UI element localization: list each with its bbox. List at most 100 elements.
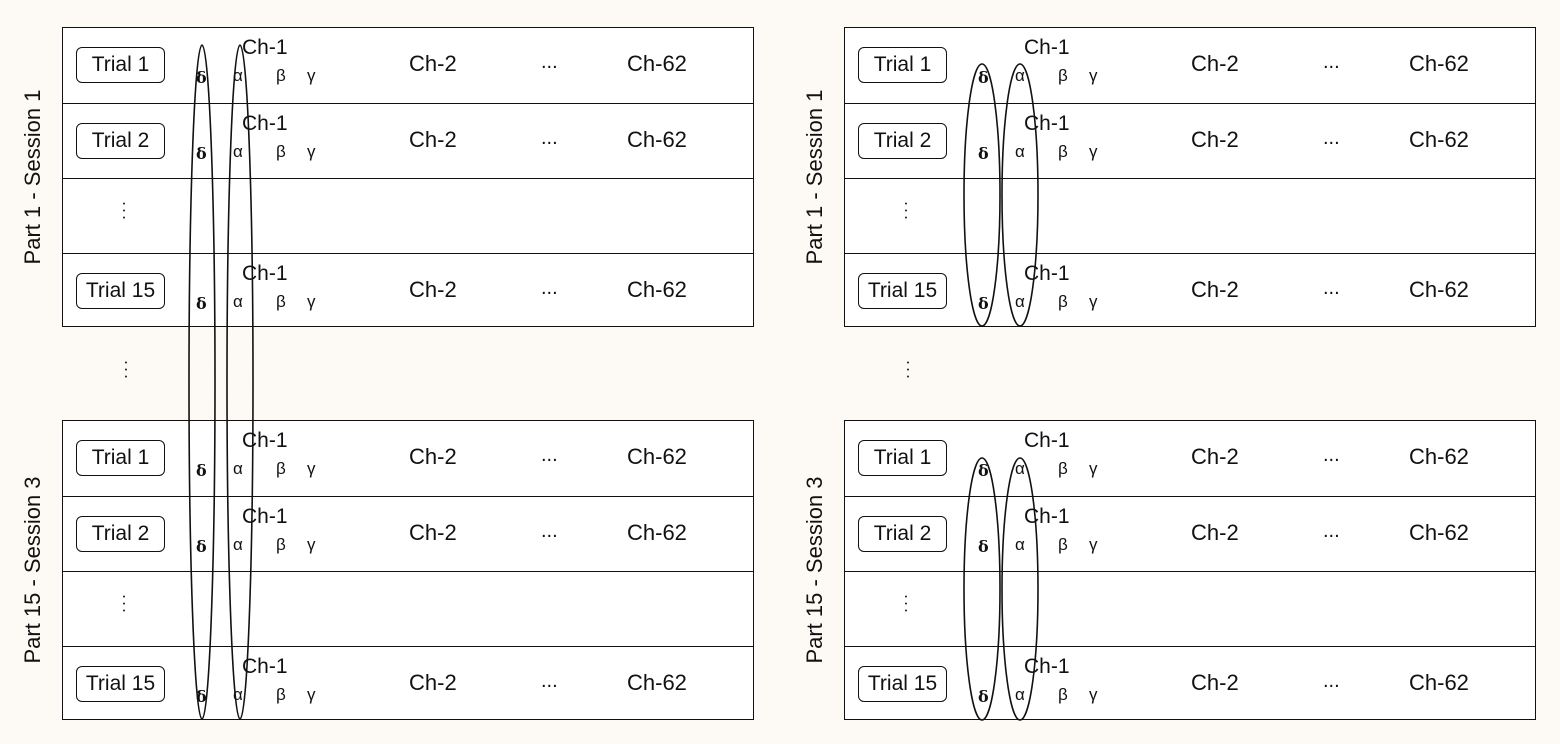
trial-label: Trial 2: [76, 516, 165, 552]
trial-label: Trial 1: [858, 440, 947, 476]
channel-62-label: Ch-62: [627, 444, 687, 469]
vertical-ellipsis: •••: [904, 201, 908, 222]
channel-ellipsis: ...: [541, 127, 558, 149]
channel-2-label: Ch-2: [1191, 51, 1239, 76]
delta-band: δ: [196, 294, 207, 313]
channel-2-label: Ch-2: [409, 670, 457, 695]
gamma-band: γ: [1089, 685, 1098, 704]
gamma-band: γ: [307, 292, 316, 311]
trial-label: Trial 1: [76, 440, 165, 476]
channel-ellipsis: ...: [1323, 127, 1340, 149]
channel-2-label: Ch-2: [1191, 277, 1239, 302]
gamma-band: γ: [307, 66, 316, 85]
gamma-band: γ: [1089, 292, 1098, 311]
trial-label: Trial 1: [76, 47, 165, 83]
beta-band: β: [276, 685, 286, 704]
block-label: Part 1 - Session 1: [20, 89, 45, 265]
trial-row: Trial 15 Ch-1 δ α β γ Ch-2 ... Ch-62: [845, 646, 1535, 719]
trial-label: Trial 15: [76, 666, 165, 702]
trial-label: Trial 1: [858, 47, 947, 83]
alpha-band: α: [233, 685, 243, 704]
gamma-band: γ: [307, 142, 316, 161]
block-label: Part 15 - Session 3: [802, 476, 827, 664]
channel-ellipsis: ...: [1323, 670, 1340, 692]
left-panel: Part 1 - Session 1 Trial 1 Ch-1 δ α β γ …: [20, 27, 754, 720]
channel-ellipsis: ...: [541, 51, 558, 73]
channel-2-label: Ch-2: [1191, 444, 1239, 469]
beta-band: β: [1058, 292, 1068, 311]
channel-1-label: Ch-1: [242, 429, 288, 452]
session-block: Trial 1 Ch-1 δ α β γ Ch-2 ... Ch-62 Tria…: [62, 27, 754, 327]
gamma-band: γ: [1089, 535, 1098, 554]
alpha-band: α: [1015, 459, 1025, 478]
alpha-band: α: [1015, 685, 1025, 704]
channel-1-label: Ch-1: [242, 655, 288, 678]
session-block: Trial 1 Ch-1 δ α β γ Ch-2 ... Ch-62 Tria…: [62, 420, 754, 720]
delta-band: δ: [978, 144, 989, 163]
omitted-trials-row: •••: [63, 178, 753, 253]
alpha-band: α: [1015, 292, 1025, 311]
delta-band: δ: [196, 144, 207, 163]
beta-band: β: [276, 459, 286, 478]
delta-band: δ: [978, 687, 989, 706]
gamma-band: γ: [307, 535, 316, 554]
alpha-band: α: [233, 292, 243, 311]
trial-row: Trial 2 Ch-1 δ α β γ Ch-2 ... Ch-62: [845, 496, 1535, 571]
trial-row: Trial 2 Ch-1 δ α β γ Ch-2 ... Ch-62: [845, 103, 1535, 178]
channel-ellipsis: ...: [541, 277, 558, 299]
delta-band: δ: [196, 68, 207, 87]
delta-band: δ: [978, 537, 989, 556]
gamma-band: γ: [1089, 142, 1098, 161]
alpha-band: α: [1015, 142, 1025, 161]
vertical-ellipsis: •••: [904, 594, 908, 615]
trial-label: Trial 2: [858, 516, 947, 552]
delta-band: δ: [978, 294, 989, 313]
channel-62-label: Ch-62: [627, 277, 687, 302]
trial-row: Trial 15 Ch-1 δ α β γ Ch-2 ... Ch-62: [845, 253, 1535, 326]
channel-ellipsis: ...: [541, 444, 558, 466]
channel-1-label: Ch-1: [1024, 112, 1070, 135]
trial-label: Trial 2: [76, 123, 165, 159]
trial-label: Trial 2: [858, 123, 947, 159]
alpha-band: α: [1015, 535, 1025, 554]
channel-2-label: Ch-2: [409, 520, 457, 545]
delta-band: δ: [196, 687, 207, 706]
trial-row: Trial 1 Ch-1 δ α β γ Ch-2 ... Ch-62: [845, 421, 1535, 496]
block-label: Part 1 - Session 1: [802, 89, 827, 265]
channel-62-label: Ch-62: [1409, 51, 1469, 76]
alpha-band: α: [233, 66, 243, 85]
omitted-sessions-ellipsis: •••: [906, 360, 910, 381]
gamma-band: γ: [1089, 66, 1098, 85]
channel-ellipsis: ...: [1323, 444, 1340, 466]
channel-ellipsis: ...: [541, 520, 558, 542]
trial-row: Trial 15 Ch-1 δ α β γ Ch-2 ... Ch-62: [63, 646, 753, 719]
channel-62-label: Ch-62: [1409, 127, 1469, 152]
channel-2-label: Ch-2: [409, 51, 457, 76]
channel-62-label: Ch-62: [627, 520, 687, 545]
delta-band: δ: [196, 461, 207, 480]
trial-label: Trial 15: [76, 273, 165, 309]
beta-band: β: [1058, 142, 1068, 161]
channel-1-label: Ch-1: [1024, 36, 1070, 59]
trial-row: Trial 1 Ch-1 δ α β γ Ch-2 ... Ch-62: [63, 28, 753, 103]
session-block: Trial 1 Ch-1 δ α β γ Ch-2 ... Ch-62 Tria…: [844, 420, 1536, 720]
beta-band: β: [276, 292, 286, 311]
channel-2-label: Ch-2: [409, 444, 457, 469]
delta-band: δ: [978, 68, 989, 87]
channel-62-label: Ch-62: [1409, 277, 1469, 302]
beta-band: β: [1058, 535, 1068, 554]
omitted-trials-row: •••: [63, 571, 753, 646]
alpha-band: α: [233, 535, 243, 554]
block-label: Part 15 - Session 3: [20, 476, 45, 664]
channel-1-label: Ch-1: [1024, 429, 1070, 452]
beta-band: β: [276, 535, 286, 554]
beta-band: β: [276, 142, 286, 161]
channel-1-label: Ch-1: [242, 505, 288, 528]
gamma-band: γ: [1089, 459, 1098, 478]
gamma-band: γ: [307, 459, 316, 478]
channel-62-label: Ch-62: [1409, 670, 1469, 695]
vertical-ellipsis: •••: [122, 201, 126, 222]
gamma-band: γ: [307, 685, 316, 704]
channel-1-label: Ch-1: [242, 112, 288, 135]
channel-ellipsis: ...: [541, 670, 558, 692]
